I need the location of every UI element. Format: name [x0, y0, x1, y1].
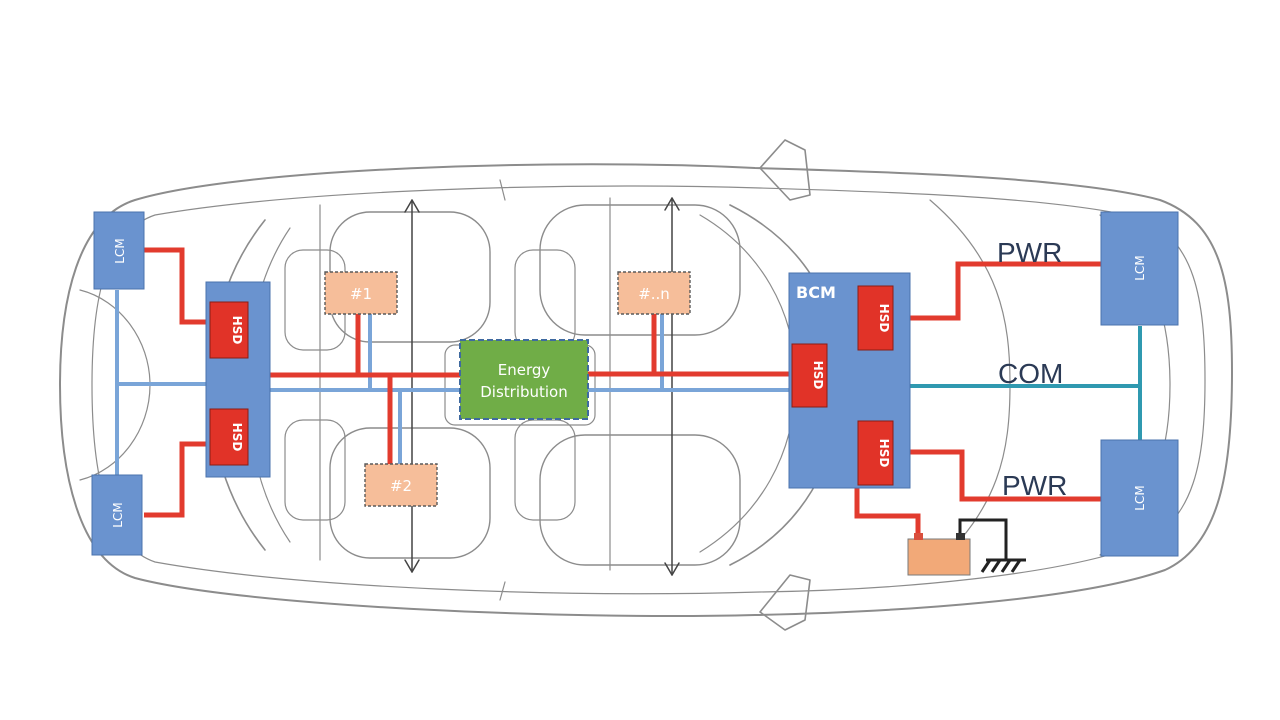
ground-wire	[958, 518, 1008, 560]
energy-distribution-label-line1: Energy	[498, 361, 551, 379]
hsd-bcm-left: HSD	[791, 343, 828, 408]
load-1-label: #1	[350, 285, 372, 303]
lcm-front-left: LCM	[1100, 211, 1179, 326]
load-n: #..n	[617, 271, 691, 315]
energy-distribution-label-line2: Distribution	[480, 383, 568, 401]
lcm-front-right: LCM	[1100, 439, 1179, 557]
pwr-bottom-label: PWR	[1002, 470, 1067, 501]
hsd-rear-top-label: HSD	[230, 316, 244, 345]
lcm-front-right-label: LCM	[1133, 485, 1147, 510]
load-n-label: #..n	[638, 285, 670, 303]
energy-distribution: Energy Distribution	[459, 339, 589, 420]
hsd-bcm-top: HSD	[857, 285, 894, 351]
lcm-rear-left: LCM	[93, 211, 145, 290]
hsd-bcm-bottom-label: HSD	[877, 439, 891, 468]
pwr-top-label: PWR	[997, 237, 1062, 268]
hsd-rear-bottom: HSD	[209, 408, 249, 466]
hsd-bcm-bottom: HSD	[857, 420, 894, 486]
battery-icon	[907, 533, 971, 576]
load-2-label: #2	[390, 477, 412, 495]
bcm-module: BCM HSD HSD HSD	[788, 272, 911, 489]
power-wires	[144, 247, 1101, 540]
lcm-rear-right-label: LCM	[111, 502, 125, 527]
hsd-bcm-left-label: HSD	[811, 361, 825, 390]
rear-power-module: HSD HSD	[205, 281, 271, 478]
com-label: COM	[998, 358, 1063, 389]
hsd-rear-top: HSD	[209, 301, 249, 359]
load-2: #2	[364, 463, 438, 507]
lcm-rear-left-label: LCM	[113, 238, 127, 263]
ground-icon	[980, 558, 1026, 573]
load-1: #1	[324, 271, 398, 315]
lcm-rear-right: LCM	[91, 474, 143, 556]
hsd-bcm-top-label: HSD	[877, 304, 891, 333]
hsd-rear-bottom-label: HSD	[230, 423, 244, 452]
com-bus-front	[910, 326, 1142, 440]
bcm-label: BCM	[796, 283, 836, 302]
lcm-front-left-label: LCM	[1133, 255, 1147, 280]
